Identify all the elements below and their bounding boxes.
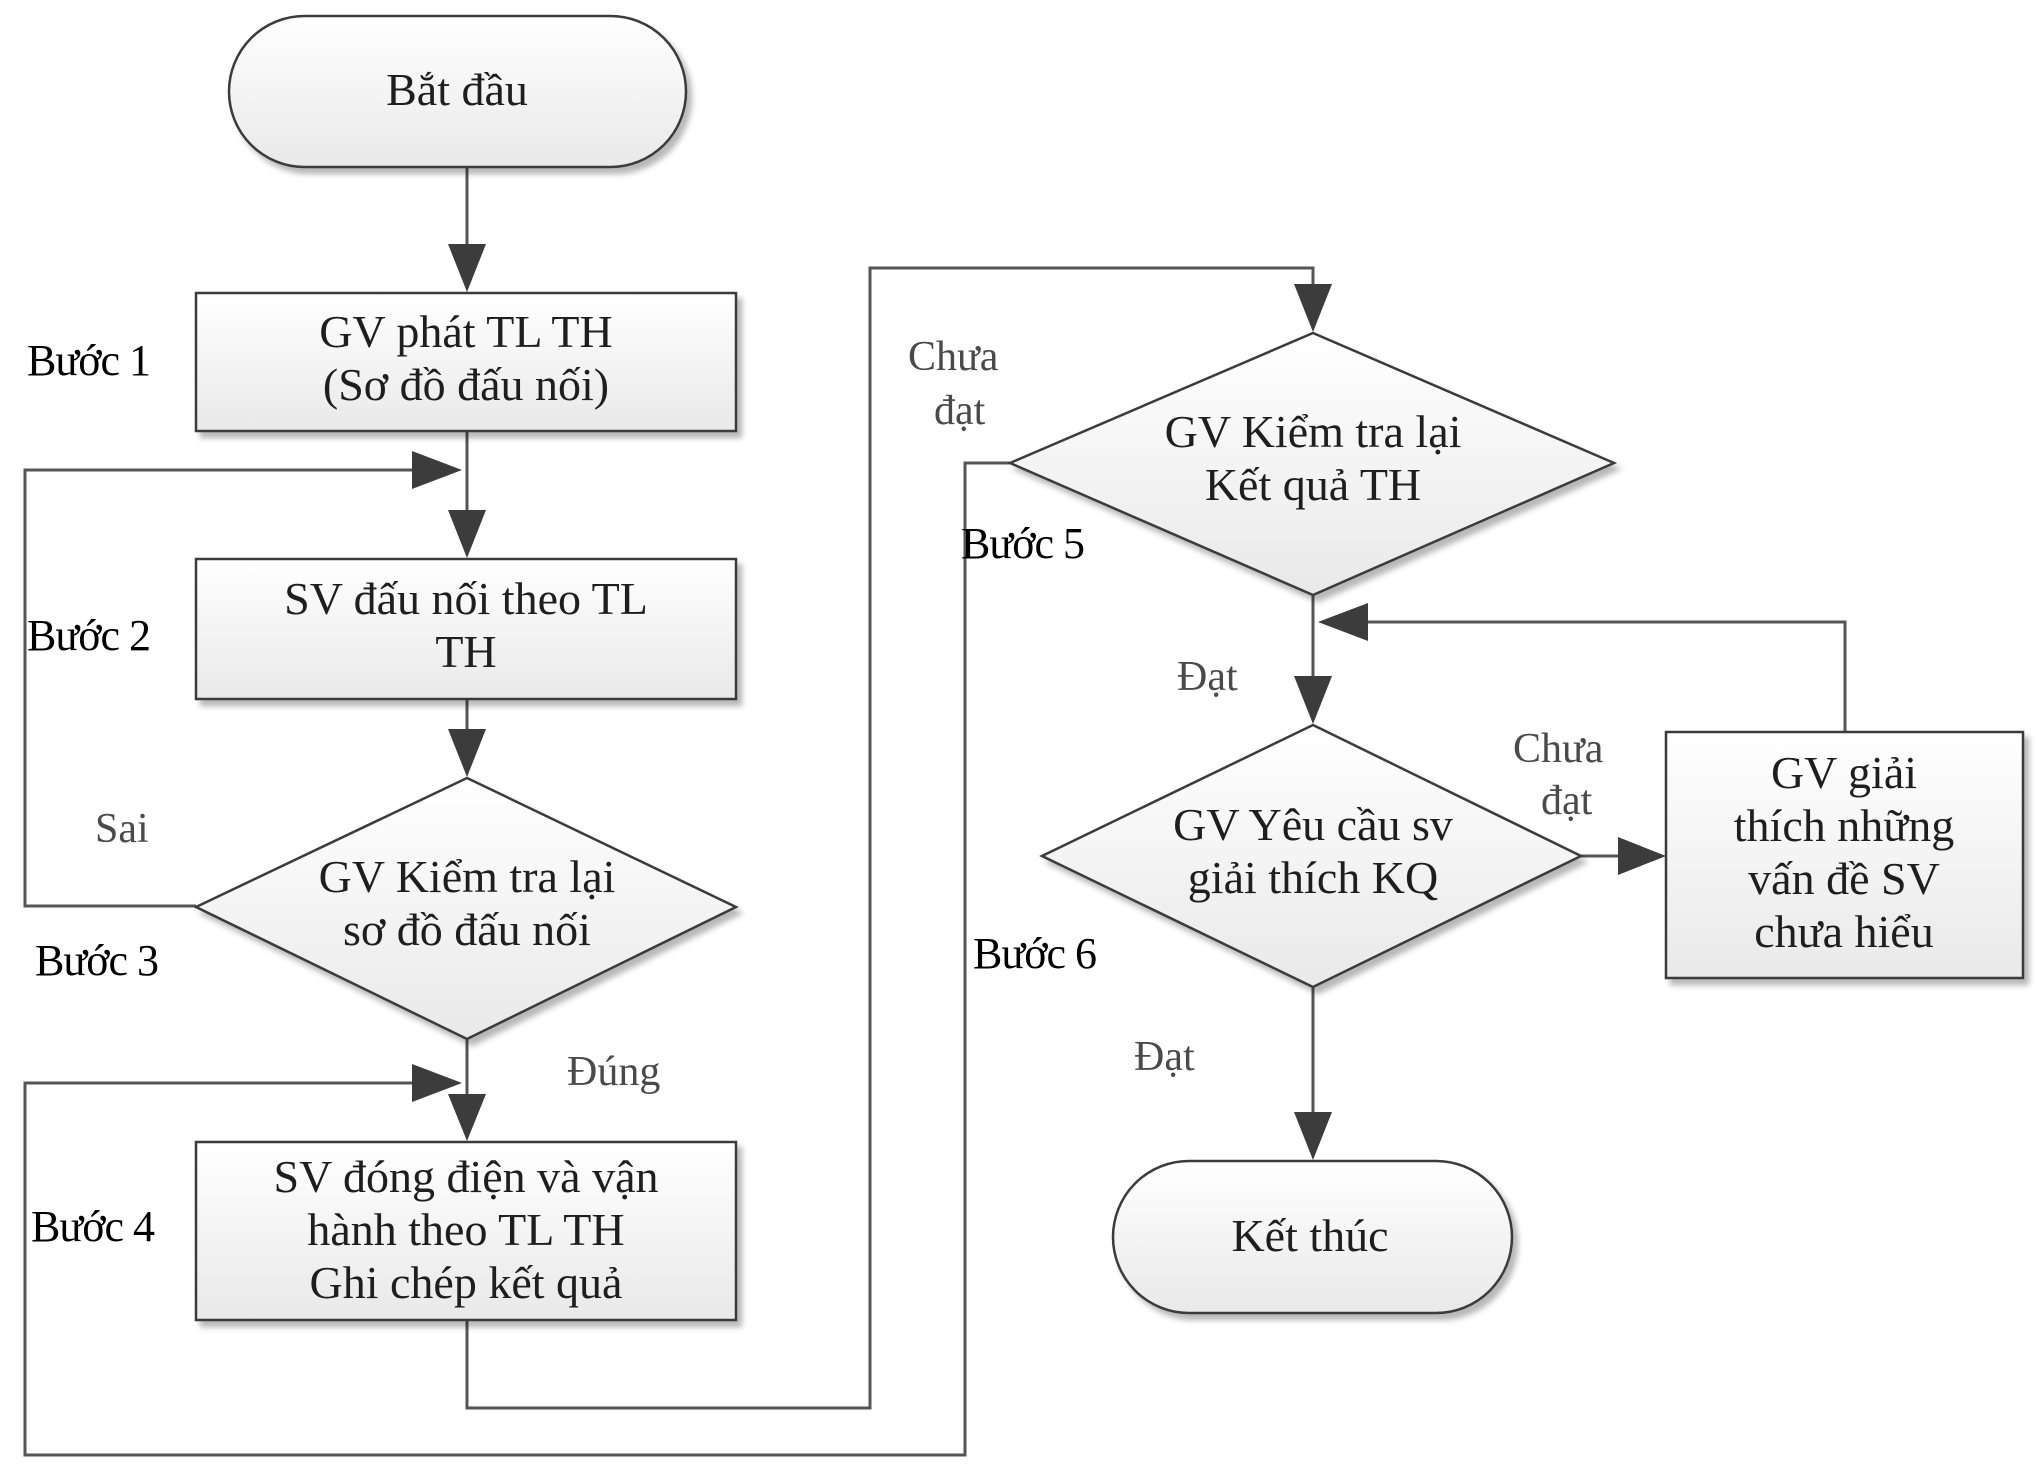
node-step5-line1: GV Kiểm tra lại — [1165, 406, 1462, 457]
edge-step3-sai-loop — [23, 468, 420, 908]
node-step6-line2: giải thích KQ — [1188, 852, 1438, 903]
node-end-label: Kết thúc — [1231, 1210, 1388, 1261]
node-step1-line2: (Sơ đồ đấu nối) — [323, 359, 609, 410]
node-step3[interactable]: GV Kiểm tra lại sơ đồ đấu nối — [193, 776, 739, 1041]
arrowhead-icon — [448, 1094, 486, 1141]
terminal-shape — [227, 14, 688, 169]
node-start-label: Bắt đầu — [386, 64, 528, 115]
node-start[interactable]: Bắt đầu — [227, 14, 688, 169]
edge-label-step5-chua: Chưa — [908, 334, 999, 380]
edge-label-step6-pass: Đạt — [1134, 1034, 1195, 1080]
process-shape — [1664, 730, 2025, 980]
edge-label-step6-dat: đạt — [1541, 778, 1593, 824]
arrowhead-icon — [1618, 837, 1666, 875]
step-label-3: Bước 3 — [35, 936, 158, 985]
node-explain-line2: thích những — [1734, 800, 1954, 851]
node-step5[interactable]: GV Kiểm tra lại Kết quả TH — [1006, 331, 1618, 597]
node-step3-line2: sơ đồ đấu nối — [343, 904, 591, 955]
edge-label-sai: Sai — [95, 806, 149, 852]
node-end[interactable]: Kết thúc — [1111, 1159, 1514, 1315]
arrowhead-icon — [1294, 284, 1332, 332]
node-step4-line3: Ghi chép kết quả — [310, 1257, 623, 1308]
step-label-4: Bước 4 — [31, 1202, 155, 1251]
step-labels: Bước 1 Bước 2 Bước 3 Bước 4 Bước 5 Bước … — [27, 336, 1097, 1251]
decision-shape — [1006, 331, 1618, 597]
step-label-6: Bước 6 — [973, 929, 1096, 978]
node-explain-line3: vấn đề SV — [1748, 853, 1940, 904]
node-step4-line1: SV đóng điện và vận — [273, 1151, 658, 1202]
terminal-shape — [1111, 1159, 1514, 1315]
edge-labels: Sai Đúng Chưa đạt Đạt Chưa đạt Đạt — [95, 334, 1604, 1095]
node-step4-line2: hành theo TL TH — [307, 1204, 624, 1255]
node-step2-line2: TH — [435, 626, 496, 677]
node-step3-line1: GV Kiểm tra lại — [319, 851, 616, 902]
node-step1-line1: GV phát TL TH — [319, 306, 612, 357]
arrowhead-icon — [448, 729, 486, 777]
node-step6-line1: GV Yêu cầu sv — [1173, 799, 1453, 850]
edge-label-step5-dat: đạt — [934, 388, 986, 434]
node-step6[interactable]: GV Yêu cầu sv giải thích KQ — [1039, 723, 1584, 989]
edges — [23, 167, 1847, 1457]
edge-label-step6-chua: Chưa — [1513, 726, 1604, 772]
node-explain-line4: chưa hiểu — [1754, 906, 1933, 957]
arrowhead-icon — [412, 451, 462, 489]
process-shape — [194, 291, 738, 433]
step-label-5: Bước 5 — [961, 519, 1084, 568]
arrowhead-icon — [412, 1064, 462, 1102]
step-label-2: Bước 2 — [27, 611, 150, 660]
arrowhead-icon — [1294, 1112, 1332, 1160]
edge-label-step5-pass: Đạt — [1177, 654, 1238, 700]
edge-step4-step5 — [465, 266, 1315, 1410]
decision-shape — [193, 776, 739, 1041]
arrowhead-icon — [1294, 676, 1332, 724]
arrowhead-icon — [448, 510, 486, 558]
decision-shape — [1039, 723, 1584, 989]
process-shape — [194, 557, 738, 701]
arrowhead-icon — [448, 244, 486, 292]
node-step5-line2: Kết quả TH — [1205, 459, 1421, 510]
edge-label-dung: Đúng — [567, 1049, 660, 1095]
node-step4[interactable]: SV đóng điện và vận hành theo TL TH Ghi … — [194, 1140, 738, 1322]
node-step2[interactable]: SV đấu nối theo TL TH — [194, 557, 738, 701]
step-label-1: Bước 1 — [27, 336, 150, 385]
edge-explain-return — [1360, 620, 1847, 732]
node-step1[interactable]: GV phát TL TH (Sơ đồ đấu nối) — [194, 291, 738, 433]
process-shape — [194, 1140, 738, 1322]
node-explain[interactable]: GV giải thích những vấn đề SV chưa hiểu — [1664, 730, 2025, 980]
arrowhead-icon — [1318, 603, 1368, 641]
node-step2-line1: SV đấu nối theo TL — [284, 573, 648, 624]
edge-step5-chuadat-loop — [23, 461, 1010, 1457]
node-explain-line1: GV giải — [1771, 747, 1917, 798]
